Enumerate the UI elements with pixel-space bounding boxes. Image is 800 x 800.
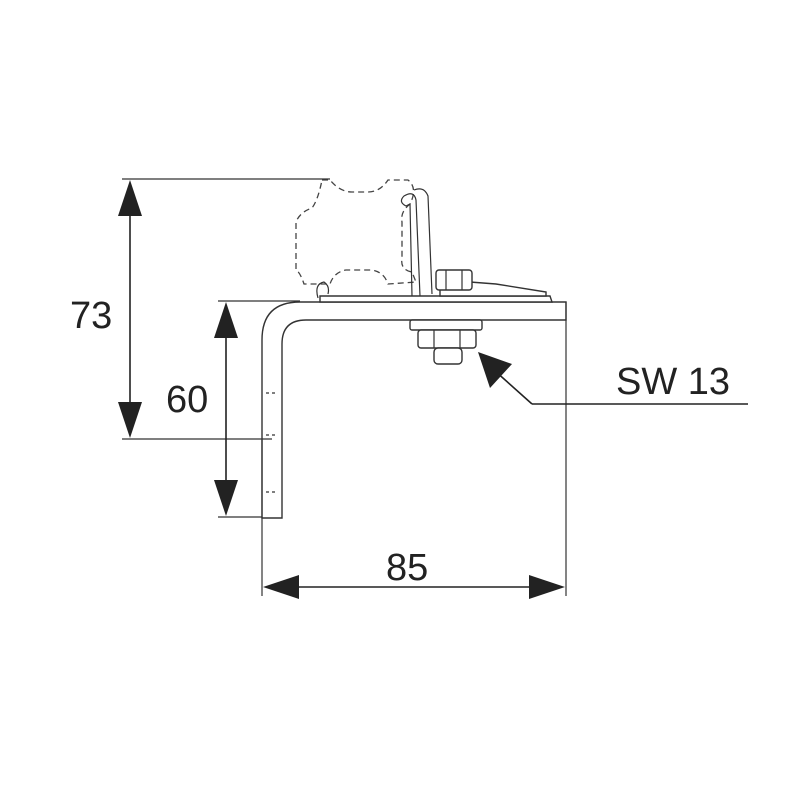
arrow-right-85 xyxy=(529,575,565,599)
arrow-down-73 xyxy=(118,402,142,438)
washer xyxy=(409,319,483,331)
wrench-size-label: SW 13 xyxy=(616,361,730,403)
dimension-label-73: 73 xyxy=(70,295,112,337)
arrow-up-73 xyxy=(118,180,142,216)
l-bracket xyxy=(261,301,567,519)
bolt-end xyxy=(433,347,463,365)
bolt-head-top xyxy=(435,269,473,291)
arrow-left-85 xyxy=(263,575,299,599)
dashed-rail-profile xyxy=(295,179,417,285)
arrow-down-60 xyxy=(214,480,238,516)
clamp-spring xyxy=(316,188,433,299)
leader-arrow-sw13 xyxy=(478,352,512,388)
dimension-label-85: 85 xyxy=(386,547,428,589)
arrow-up-60 xyxy=(214,302,238,338)
dimension-label-60: 60 xyxy=(166,379,208,421)
clamp-spring-plate xyxy=(319,295,553,303)
hex-nut xyxy=(417,329,477,349)
